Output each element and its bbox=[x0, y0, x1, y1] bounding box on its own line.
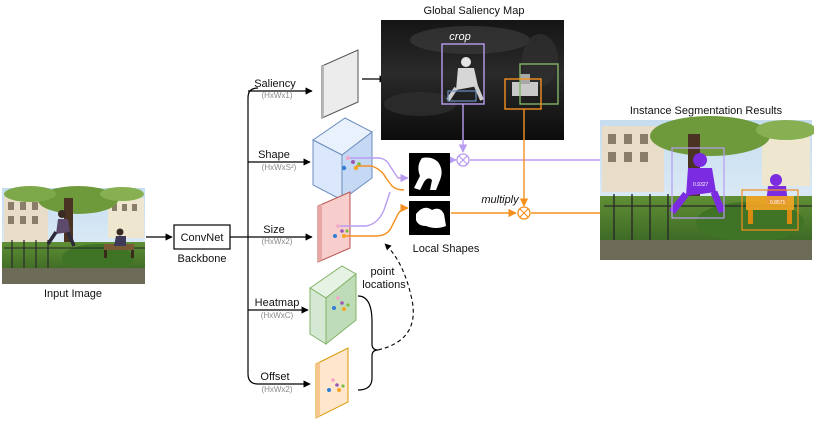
head-shape-dims: (HxWxS²) bbox=[262, 163, 297, 172]
flow-shape-purple bbox=[350, 157, 409, 183]
heatmap-cube bbox=[309, 265, 357, 346]
instance-segmentation-image bbox=[600, 116, 814, 260]
crop-box-bench-orange bbox=[504, 78, 542, 110]
head-shape-name: Shape bbox=[258, 149, 290, 161]
head-offset-dims: (HxWx2) bbox=[261, 385, 292, 394]
point-locations-arrow bbox=[377, 243, 414, 351]
result-tag-bench: 0.8571 bbox=[770, 200, 786, 206]
offset-slab bbox=[315, 347, 349, 419]
flow-shape-orange bbox=[356, 165, 405, 191]
head-saliency-name: Saliency bbox=[254, 78, 296, 90]
convnet-label: ConvNet bbox=[181, 232, 224, 244]
head-size-dims: (HxWx2) bbox=[261, 237, 292, 246]
backbone-caption: Backbone bbox=[178, 253, 227, 265]
result-tag-person: 0.9327 bbox=[693, 182, 709, 188]
flow-size-purple bbox=[340, 191, 391, 227]
global-saliency-map bbox=[381, 20, 564, 140]
input-image-label: Input Image bbox=[44, 288, 102, 300]
local-shapes-label: Local Shapes bbox=[413, 243, 480, 255]
head-offset-name: Offset bbox=[260, 371, 289, 383]
saliency-map-title: Global Saliency Map bbox=[424, 5, 525, 17]
local-shape-person bbox=[409, 153, 450, 196]
multiply-node-purple bbox=[456, 153, 470, 167]
head-heatmap-name: Heatmap bbox=[255, 297, 300, 309]
flow-size-orange bbox=[346, 203, 409, 237]
convnet-box bbox=[173, 224, 231, 250]
result-box-person bbox=[671, 147, 725, 219]
shape-cube bbox=[312, 117, 373, 201]
head-branches bbox=[230, 87, 259, 385]
head-heatmap-dims: (HxWxC) bbox=[261, 311, 294, 320]
input-image bbox=[2, 186, 145, 284]
point-locations-label: point locations bbox=[362, 266, 406, 291]
size-slab bbox=[317, 191, 351, 263]
saliency-slab bbox=[321, 49, 359, 119]
local-shape-bench bbox=[409, 201, 450, 235]
result-box-bench bbox=[741, 189, 799, 231]
head-size-name: Size bbox=[263, 224, 284, 236]
crop-box-bench-green bbox=[519, 63, 559, 105]
results-title: Instance Segmentation Results bbox=[630, 105, 783, 117]
crop-label: crop bbox=[449, 31, 470, 43]
crop-box-person-inner bbox=[447, 90, 477, 102]
multiply-node-orange bbox=[517, 206, 531, 220]
multiply-label: multiply bbox=[481, 194, 520, 206]
heatmap-offset-brace bbox=[357, 295, 379, 391]
head-saliency-dims: (HxWx1) bbox=[261, 91, 292, 100]
